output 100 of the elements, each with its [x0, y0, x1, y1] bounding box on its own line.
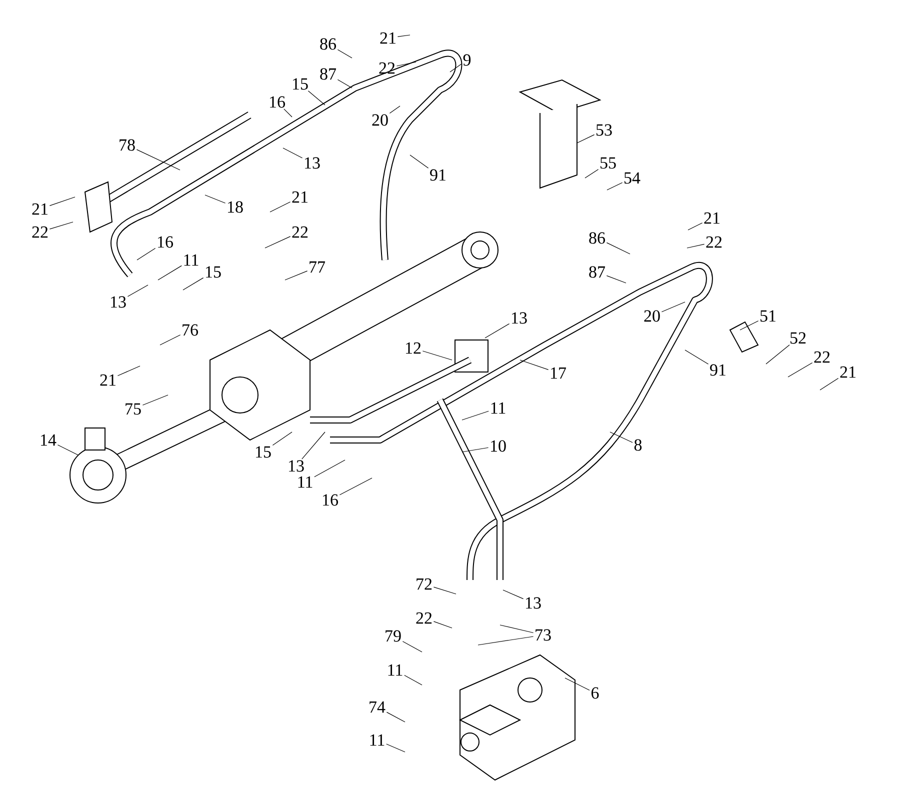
- leader-line: [661, 302, 686, 312]
- callout-number: 21: [840, 366, 856, 378]
- leader-line: [788, 362, 813, 378]
- leader-line: [433, 621, 452, 628]
- callout-number: 17: [551, 367, 566, 379]
- leader-line: [160, 334, 181, 346]
- callout-number: 79: [386, 630, 401, 642]
- leader-line: [606, 242, 630, 254]
- callout-number: 22: [292, 226, 308, 238]
- callout-number: 20: [372, 114, 388, 126]
- callout-number: 10: [491, 440, 506, 452]
- leader-line: [410, 154, 429, 168]
- leader-line: [339, 478, 372, 496]
- leader-line: [397, 34, 410, 37]
- leader-line: [484, 323, 510, 338]
- callout-number: 20: [644, 310, 660, 322]
- leader-line: [564, 678, 590, 691]
- leader-line: [820, 378, 839, 390]
- leader-line: [450, 64, 462, 72]
- callout-number: 15: [206, 266, 221, 278]
- leader-line: [404, 674, 422, 686]
- leader-line: [502, 590, 524, 600]
- callout-number: 73: [536, 629, 551, 641]
- leader-line: [136, 248, 156, 260]
- callout-number: 8: [634, 439, 642, 451]
- leader-line: [462, 410, 489, 420]
- callout-number: 86: [320, 38, 336, 50]
- leader-line: [433, 586, 456, 594]
- callout-number: 15: [256, 446, 271, 458]
- leader-line: [422, 350, 452, 360]
- callout-number: 52: [790, 332, 806, 344]
- callout-number: 91: [710, 364, 726, 376]
- callout-number: 53: [596, 124, 612, 136]
- callout-number: 13: [512, 312, 527, 324]
- callout-number: 21: [380, 32, 396, 44]
- leader-line: [396, 62, 416, 66]
- callout-number: 11: [298, 476, 312, 488]
- leader-line: [272, 432, 292, 446]
- leader-line: [740, 320, 759, 330]
- leader-line: [264, 236, 291, 248]
- leader-line: [606, 275, 626, 284]
- leader-line: [688, 222, 703, 230]
- leader-line: [302, 432, 326, 460]
- leader-line: [386, 712, 406, 722]
- leader-line: [284, 270, 308, 280]
- callout-number: 91: [430, 169, 446, 181]
- leader-line: [142, 394, 168, 406]
- leader-line: [684, 350, 709, 364]
- callout-number: 55: [600, 157, 616, 169]
- leader-line: [308, 90, 326, 106]
- leader-line: [402, 641, 422, 652]
- callout-number: 51: [760, 310, 776, 322]
- callout-number: 22: [814, 351, 830, 363]
- callout-number: 13: [305, 157, 320, 169]
- callout-number: 22: [32, 226, 48, 238]
- leader-line: [766, 344, 790, 364]
- leader-line: [686, 244, 705, 248]
- leader-line: [520, 360, 549, 370]
- callout-number: 15: [293, 78, 308, 90]
- leader-line: [386, 744, 406, 752]
- leader-line: [49, 222, 74, 230]
- leader-line: [584, 169, 599, 178]
- callout-number: 16: [158, 236, 173, 248]
- leader-line: [462, 447, 489, 452]
- callout-number: 13: [111, 296, 126, 308]
- callout-number: 11: [370, 734, 384, 746]
- leader-line: [204, 194, 226, 204]
- callout-number: 75: [126, 403, 141, 415]
- leader-line: [270, 202, 291, 212]
- leader-line: [182, 278, 204, 290]
- leader-line: [337, 49, 352, 58]
- callout-number: 14: [41, 434, 56, 446]
- callout-number: 54: [624, 172, 640, 184]
- callout-number: 21: [292, 191, 308, 203]
- leader-line: [127, 284, 148, 297]
- callout-number: 21: [32, 203, 48, 215]
- callout-number: 72: [416, 578, 432, 590]
- leader-line: [606, 182, 623, 190]
- leader-line: [284, 108, 292, 118]
- callout-number: 22: [379, 62, 395, 74]
- callout-number: 6: [592, 687, 599, 699]
- callout-number: 13: [526, 597, 541, 609]
- leader-line: [57, 444, 78, 456]
- leader-line: [136, 149, 180, 170]
- leader-line: [610, 432, 633, 443]
- leader-line: [500, 624, 534, 634]
- callout-number: 11: [491, 402, 506, 414]
- callout-number: 11: [184, 254, 198, 266]
- callout-number: 77: [310, 261, 326, 273]
- callout-number: 78: [120, 139, 135, 151]
- leader-line: [158, 265, 182, 280]
- leader-line: [478, 636, 534, 646]
- callout-number: 22: [706, 236, 722, 248]
- callout-number: 12: [406, 342, 421, 354]
- callout-number: 16: [270, 96, 285, 108]
- leader-line: [576, 134, 595, 144]
- callout-number: 21: [100, 374, 116, 386]
- callout-number: 9: [463, 54, 471, 66]
- leader-line: [314, 460, 346, 478]
- callout-number: 74: [370, 701, 386, 713]
